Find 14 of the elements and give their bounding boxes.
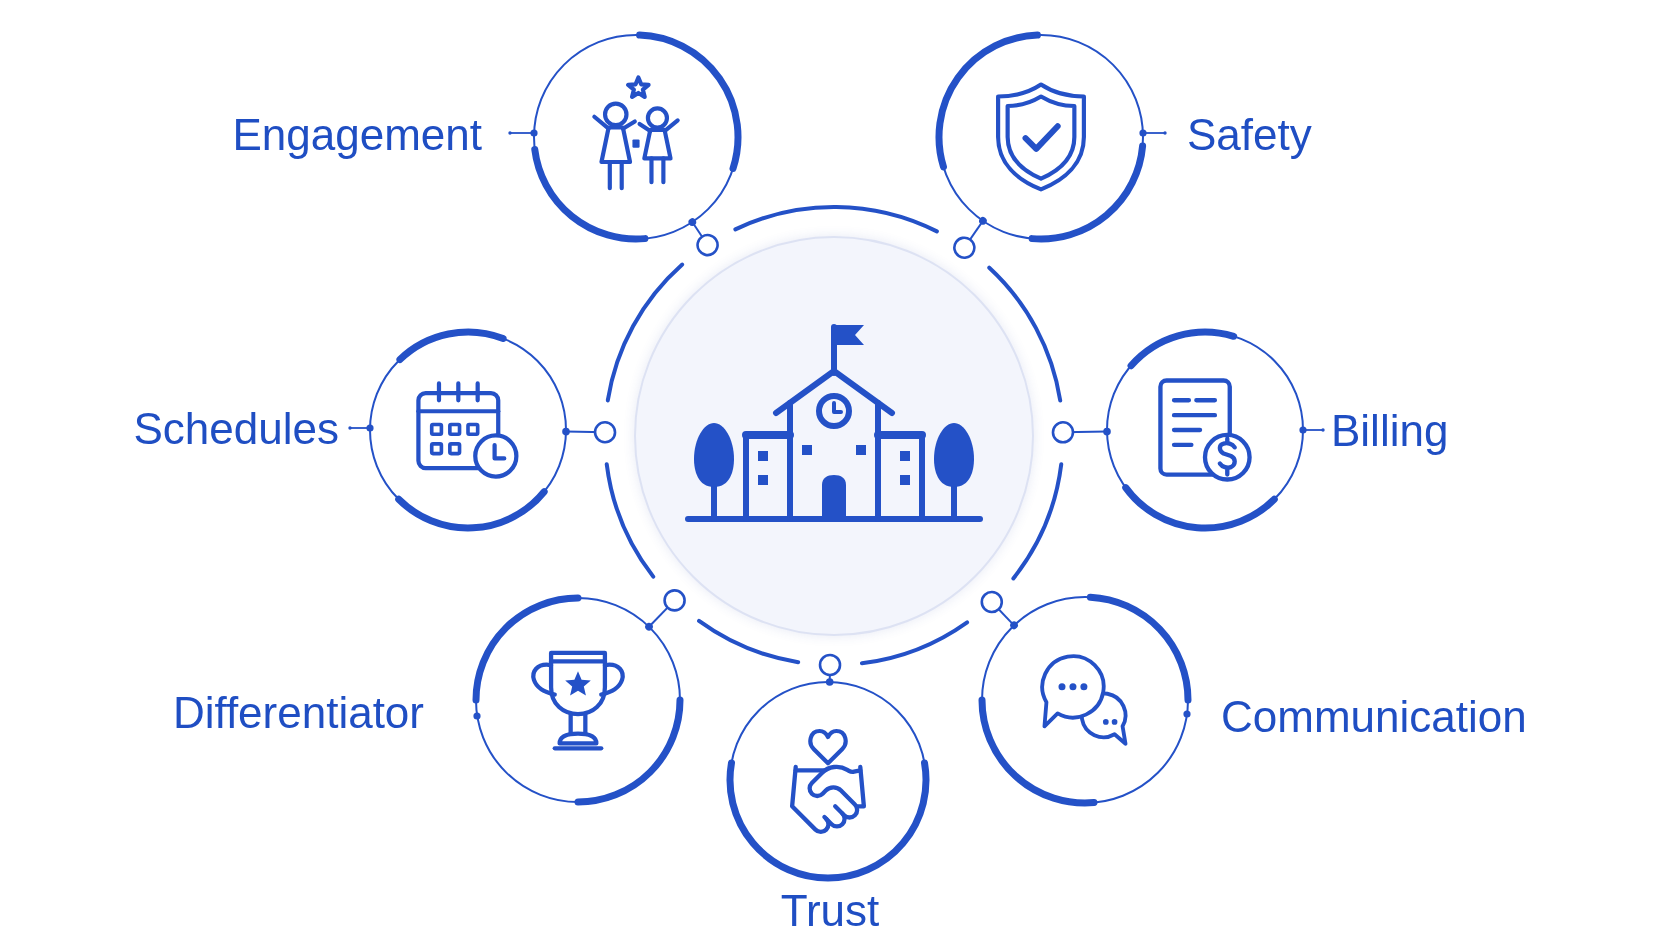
topic-label: Schedules <box>133 404 339 454</box>
connector-line <box>562 420 617 444</box>
connector-line <box>645 589 686 631</box>
topic-label: Billing <box>1331 406 1449 456</box>
topic-label: Differentiator <box>172 688 424 738</box>
connector-line <box>688 218 719 257</box>
connector-line <box>953 217 987 259</box>
topic-label: Safety <box>1187 110 1312 160</box>
connector-line <box>818 653 842 686</box>
topic-label: Trust <box>780 886 880 936</box>
connector-line <box>1051 421 1111 444</box>
topic-label: Engagement <box>232 110 482 160</box>
topic-label: Communication <box>1221 692 1527 742</box>
connector-line <box>980 590 1018 630</box>
